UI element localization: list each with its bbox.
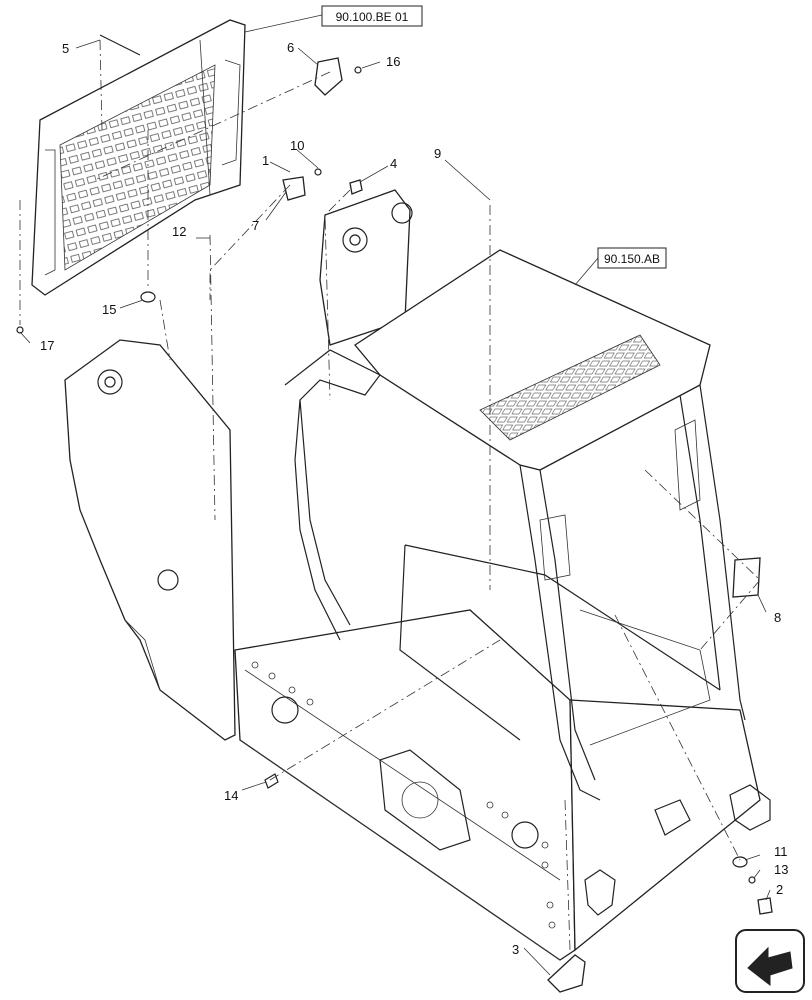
callout-1: 1 [262, 153, 269, 168]
callout-5: 5 [62, 41, 69, 56]
rear-screen [31, 19, 246, 296]
callout-8: 8 [774, 610, 781, 625]
callout-4: 4 [390, 156, 397, 171]
cab-ref-label: 90.150.AB [604, 252, 660, 266]
loader-frame [64, 189, 771, 961]
callout-9: 9 [434, 146, 441, 161]
callout-6: 6 [287, 40, 294, 55]
arrow-icon[interactable] [735, 929, 805, 993]
callout-13: 13 [774, 862, 788, 877]
callout-17: 17 [40, 338, 54, 353]
screen-ref-label: 90.100.BE 01 [336, 10, 409, 24]
callout-2: 2 [776, 882, 783, 897]
callout-16: 16 [386, 54, 400, 69]
reference-box-screen[interactable]: 90.100.BE 01 [321, 5, 423, 27]
reference-box-cab[interactable]: 90.150.AB [597, 247, 667, 269]
callout-3: 3 [512, 942, 519, 957]
cab-rops [284, 249, 746, 801]
small-parts [16, 34, 773, 993]
leader-lines [19, 14, 771, 976]
callout-14: 14 [224, 788, 238, 803]
callouts: 5 6 16 1 10 7 4 9 12 15 17 14 8 11 13 2 … [40, 40, 788, 957]
callout-11: 11 [774, 844, 788, 859]
callout-10: 10 [290, 138, 304, 153]
callout-12: 12 [172, 224, 186, 239]
projection-lines [19, 39, 761, 951]
callout-15: 15 [102, 302, 116, 317]
callout-7: 7 [252, 218, 259, 233]
